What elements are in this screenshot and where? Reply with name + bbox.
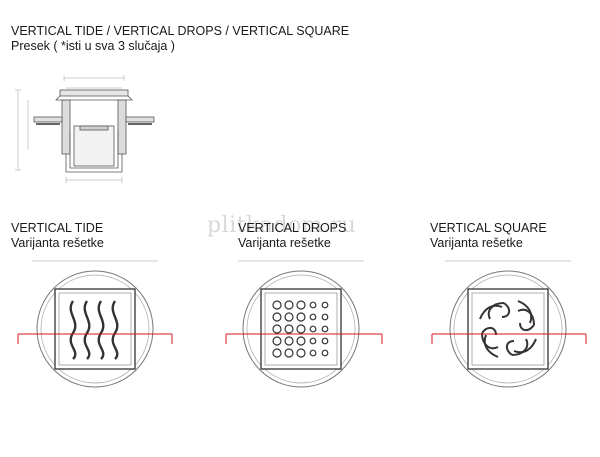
section-line-tide bbox=[17, 333, 173, 344]
drop-hole bbox=[284, 336, 294, 346]
drop-hole bbox=[309, 337, 317, 345]
page-subtitle: Presek ( *isti u sva 3 slučaja ) bbox=[11, 39, 175, 53]
section-line-drops bbox=[225, 333, 383, 344]
drop-hole bbox=[321, 301, 329, 309]
variant-subtitle-drops: Varijanta rešetke bbox=[238, 236, 331, 250]
drop-hole bbox=[296, 336, 306, 346]
grate-square bbox=[445, 260, 571, 388]
drop-hole bbox=[284, 312, 294, 322]
swirl-slot bbox=[483, 334, 499, 358]
grate-tide bbox=[32, 260, 158, 388]
drop-hole bbox=[272, 336, 282, 346]
drop-hole bbox=[284, 324, 294, 334]
drop-hole bbox=[272, 348, 282, 358]
swirl-slot bbox=[506, 338, 529, 356]
drop-hole bbox=[284, 348, 294, 358]
swirl-slot bbox=[481, 327, 499, 350]
drop-hole bbox=[321, 349, 329, 357]
drop-hole bbox=[309, 313, 317, 321]
drop-hole bbox=[296, 312, 306, 322]
variant-subtitle-tide: Varijanta rešetke bbox=[11, 236, 104, 250]
drop-hole bbox=[296, 348, 306, 358]
drop-hole bbox=[284, 300, 294, 310]
drop-hole bbox=[309, 301, 317, 309]
drop-hole bbox=[309, 325, 317, 333]
drop-hole bbox=[272, 312, 282, 322]
page-title: VERTICAL TIDE / VERTICAL DROPS / VERTICA… bbox=[11, 24, 350, 38]
variant-subtitle-square: Varijanta rešetke bbox=[430, 236, 523, 250]
drop-hole bbox=[321, 337, 329, 345]
drop-hole bbox=[272, 300, 282, 310]
variant-title-drops: VERTICAL DROPS bbox=[238, 221, 347, 235]
drop-hole bbox=[296, 300, 306, 310]
drop-hole bbox=[321, 325, 329, 333]
drop-hole bbox=[272, 324, 282, 334]
swirl-slot bbox=[479, 304, 503, 320]
section-line-square bbox=[431, 333, 587, 344]
grate-drops bbox=[238, 260, 364, 388]
drop-hole bbox=[309, 349, 317, 357]
variant-title-square: VERTICAL SQUARE bbox=[430, 221, 547, 235]
swirl-slot bbox=[487, 302, 510, 320]
swirl-slot bbox=[517, 300, 533, 324]
swirl-slot bbox=[513, 338, 537, 354]
variant-title-tide: VERTICAL TIDE bbox=[11, 221, 104, 235]
drop-hole bbox=[321, 313, 329, 321]
drop-hole bbox=[296, 324, 306, 334]
swirl-slot bbox=[517, 308, 535, 331]
watermark: plitkadom.ru bbox=[207, 213, 357, 238]
